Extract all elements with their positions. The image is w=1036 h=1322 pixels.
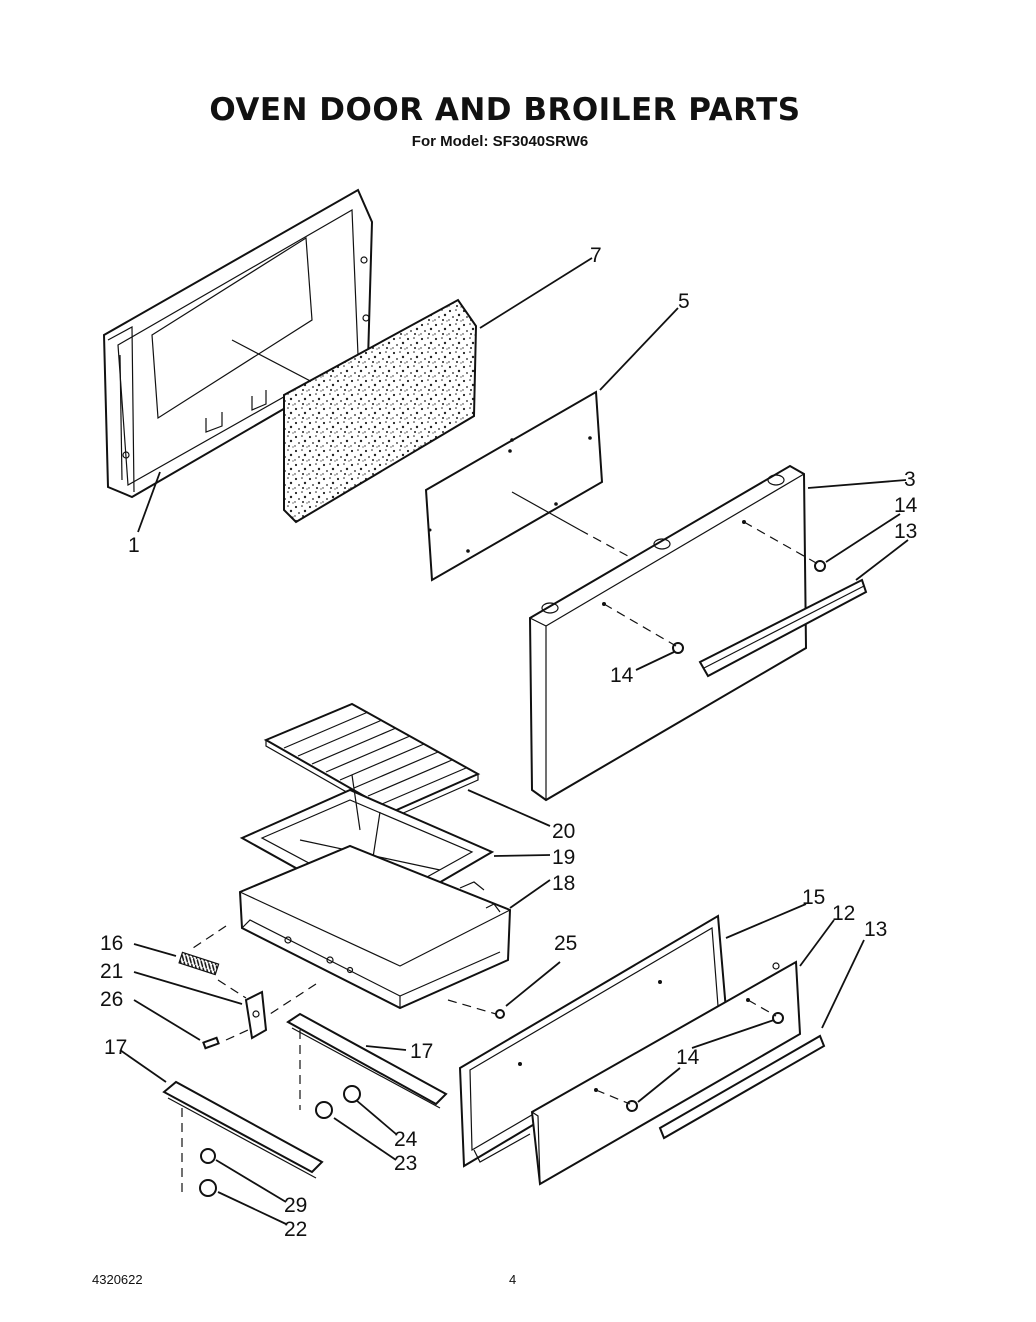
- callout-22: 22: [284, 1218, 307, 1241]
- callout-19: 19: [552, 846, 575, 869]
- callout-25: 25: [554, 932, 577, 955]
- callout-16: 16: [100, 932, 123, 955]
- callout-3: 3: [904, 468, 916, 491]
- callout-14-lower: 14: [676, 1046, 700, 1069]
- broiler-pan-part: [238, 844, 512, 1010]
- callout-7: 7: [590, 244, 602, 267]
- callout-21: 21: [100, 960, 123, 983]
- leader-lines: [119, 257, 909, 1225]
- hinge-bracket-part: [244, 990, 268, 1040]
- callout-1: 1: [128, 534, 140, 557]
- door-insulation-part: [283, 298, 478, 524]
- callout-15: 15: [802, 886, 825, 909]
- door-spring-part: [178, 951, 220, 976]
- outer-oven-door-part: [528, 464, 868, 802]
- model-subtitle: For Model: SF3040SRW6: [411, 133, 589, 150]
- callout-5: 5: [678, 290, 690, 313]
- slide-rail-upper-part: [286, 1012, 448, 1109]
- callout-17-left: 17: [104, 1036, 127, 1059]
- callout-14-mid: 14: [610, 664, 634, 687]
- callout-18: 18: [552, 872, 575, 895]
- callout-24: 24: [394, 1128, 418, 1151]
- inner-door-panel-part: [424, 390, 604, 582]
- slide-rail-lower-part: [162, 1080, 324, 1179]
- callout-13-upper: 13: [894, 520, 917, 543]
- document-number: 4320622: [92, 1272, 143, 1287]
- callout-23: 23: [394, 1152, 417, 1175]
- callout-26: 26: [100, 988, 123, 1011]
- broiler-door-outer-part: [530, 960, 826, 1186]
- callout-13-lower: 13: [864, 918, 887, 941]
- callout-14-upper: 14: [894, 494, 918, 517]
- page-number: 4: [509, 1272, 517, 1287]
- page-title: OVEN DOOR AND BROILER PARTS: [209, 92, 801, 128]
- callout-12: 12: [832, 902, 855, 925]
- roller-parts: [199, 1009, 505, 1197]
- screw-part: [202, 1036, 220, 1050]
- callout-29: 29: [284, 1194, 307, 1217]
- callout-17-right: 17: [410, 1040, 433, 1063]
- callout-20: 20: [552, 820, 575, 843]
